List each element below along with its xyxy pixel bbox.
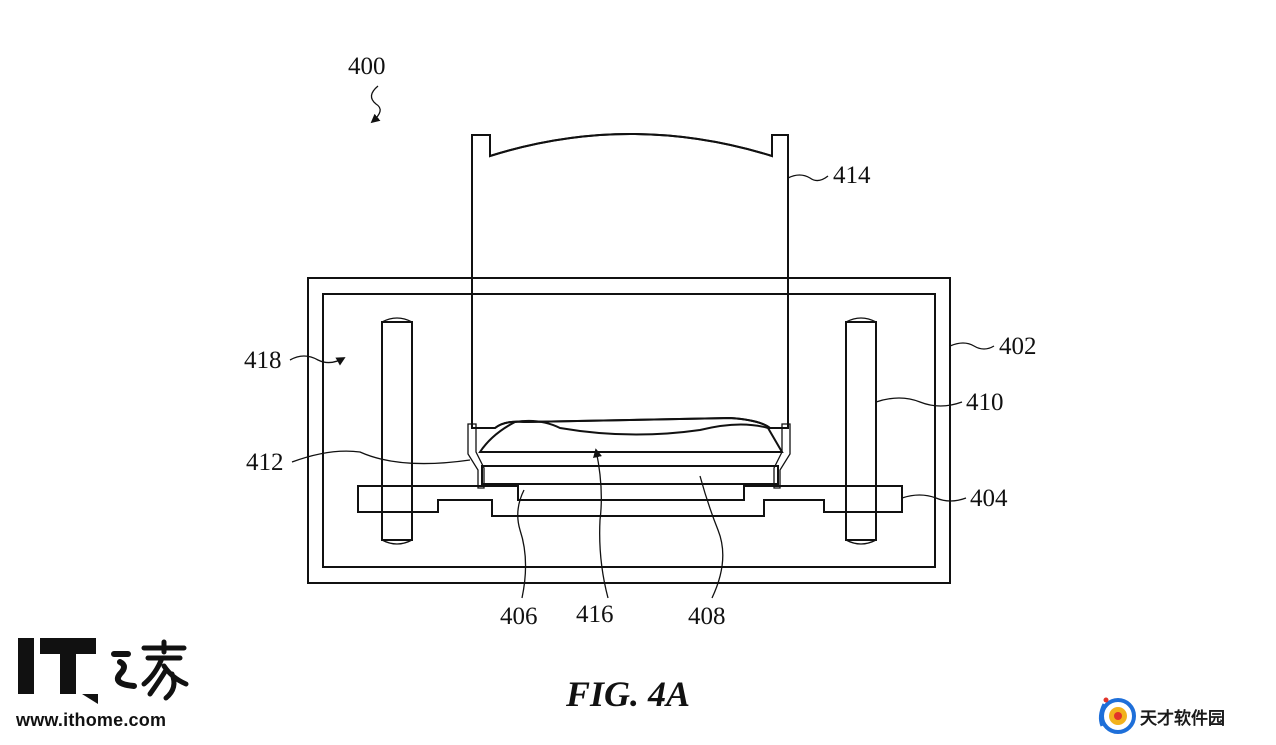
ithome-url: www.ithome.com bbox=[16, 710, 167, 730]
label-400: 400 bbox=[348, 53, 386, 80]
pillar-left bbox=[381, 317, 413, 545]
lens-side-walls bbox=[467, 423, 791, 489]
tiancai-text: 天才软件园 bbox=[1140, 709, 1225, 729]
label-410: 410 bbox=[966, 389, 1004, 416]
figure-caption: FIG. 4A bbox=[565, 674, 690, 714]
label-416: 416 bbox=[576, 601, 614, 628]
pillar-right bbox=[845, 317, 877, 545]
ithome-logo-icon bbox=[18, 638, 189, 704]
housing-402 bbox=[307, 277, 951, 584]
label-414: 414 bbox=[833, 162, 871, 189]
label-406: 406 bbox=[500, 603, 538, 630]
label-402: 402 bbox=[999, 333, 1037, 360]
sensor-stack bbox=[481, 465, 779, 501]
tiancai-logo-icon bbox=[1098, 697, 1136, 734]
lens-414 bbox=[471, 133, 789, 453]
tiancai-watermark: 天才软件园 bbox=[1096, 692, 1272, 742]
label-404: 404 bbox=[970, 485, 1008, 512]
label-418: 418 bbox=[244, 347, 282, 374]
ithome-watermark: www.ithome.com bbox=[16, 634, 216, 734]
leader-lines bbox=[289, 85, 995, 599]
label-412: 412 bbox=[246, 449, 284, 476]
label-408: 408 bbox=[688, 603, 726, 630]
substrate-404 bbox=[357, 485, 903, 517]
